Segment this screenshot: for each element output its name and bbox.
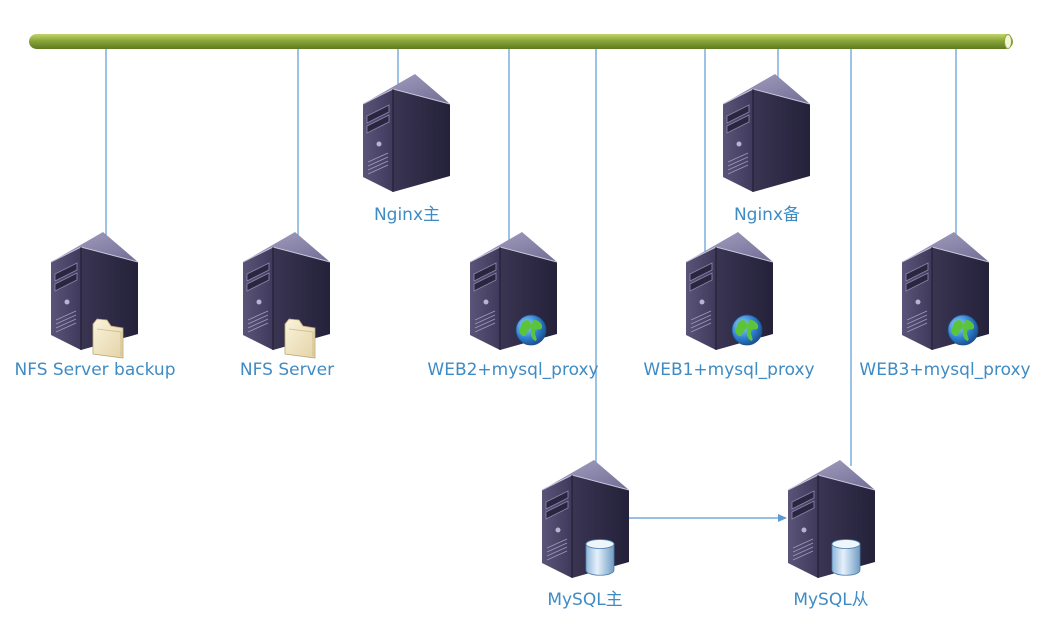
server-side-face bbox=[753, 89, 810, 192]
server-front-face bbox=[723, 89, 753, 192]
folder-icon bbox=[92, 318, 124, 359]
server-top-face bbox=[470, 232, 557, 262]
server-label-nginx-main: Nginx主 bbox=[374, 205, 440, 225]
server-drive-bays bbox=[246, 262, 270, 333]
server-label-web3: WEB3+mysql_proxy bbox=[859, 360, 1030, 380]
server-front-face bbox=[542, 475, 572, 578]
server-label-nfs: NFS Server bbox=[240, 360, 334, 380]
server-drive-bays bbox=[54, 262, 78, 333]
server-front-face bbox=[686, 247, 716, 350]
server-web1 bbox=[685, 232, 774, 350]
server-drive-bays bbox=[905, 262, 929, 333]
folder-icon bbox=[284, 318, 316, 359]
server-top-face bbox=[363, 74, 450, 104]
server-front-face bbox=[51, 247, 81, 350]
server-front-face bbox=[363, 89, 393, 192]
server-label-web1: WEB1+mysql_proxy bbox=[643, 360, 814, 380]
globe-icon bbox=[731, 314, 763, 346]
server-nfs bbox=[242, 232, 331, 359]
database-icon bbox=[831, 539, 861, 576]
server-top-face bbox=[788, 460, 875, 490]
server-top-face bbox=[686, 232, 773, 262]
server-drive-bays bbox=[473, 262, 497, 333]
server-mysql-slave bbox=[787, 460, 876, 578]
server-web2 bbox=[469, 232, 558, 350]
globe-icon bbox=[515, 314, 547, 346]
server-label-web2: WEB2+mysql_proxy bbox=[427, 360, 598, 380]
server-drive-bays bbox=[689, 262, 713, 333]
server-nfs-backup bbox=[50, 232, 139, 359]
server-front-face bbox=[243, 247, 273, 350]
server-mysql-master bbox=[541, 460, 630, 578]
server-nginx-backup bbox=[722, 74, 811, 192]
server-web3 bbox=[901, 232, 990, 350]
server-top-face bbox=[51, 232, 138, 262]
globe-icon bbox=[947, 314, 979, 346]
server-top-face bbox=[542, 460, 629, 490]
server-drive-bays bbox=[545, 490, 569, 561]
server-side-face bbox=[393, 89, 450, 192]
server-label-mysql-master: MySQL主 bbox=[547, 590, 622, 610]
server-nginx-main bbox=[362, 74, 451, 192]
server-drive-bays bbox=[791, 490, 815, 561]
server-label-mysql-slave: MySQL从 bbox=[793, 590, 868, 610]
network-bus bbox=[29, 34, 1013, 49]
bus-drop-lines bbox=[105, 49, 957, 466]
server-front-face bbox=[470, 247, 500, 350]
server-drive-bays bbox=[366, 104, 390, 175]
server-drive-bays bbox=[726, 104, 750, 175]
server-front-face bbox=[902, 247, 932, 350]
server-front-face bbox=[788, 475, 818, 578]
server-top-face bbox=[243, 232, 330, 262]
server-label-nfs-backup: NFS Server backup bbox=[15, 360, 176, 380]
server-top-face bbox=[902, 232, 989, 262]
server-label-nginx-backup: Nginx备 bbox=[734, 205, 800, 225]
server-top-face bbox=[723, 74, 810, 104]
database-icon bbox=[585, 539, 615, 576]
